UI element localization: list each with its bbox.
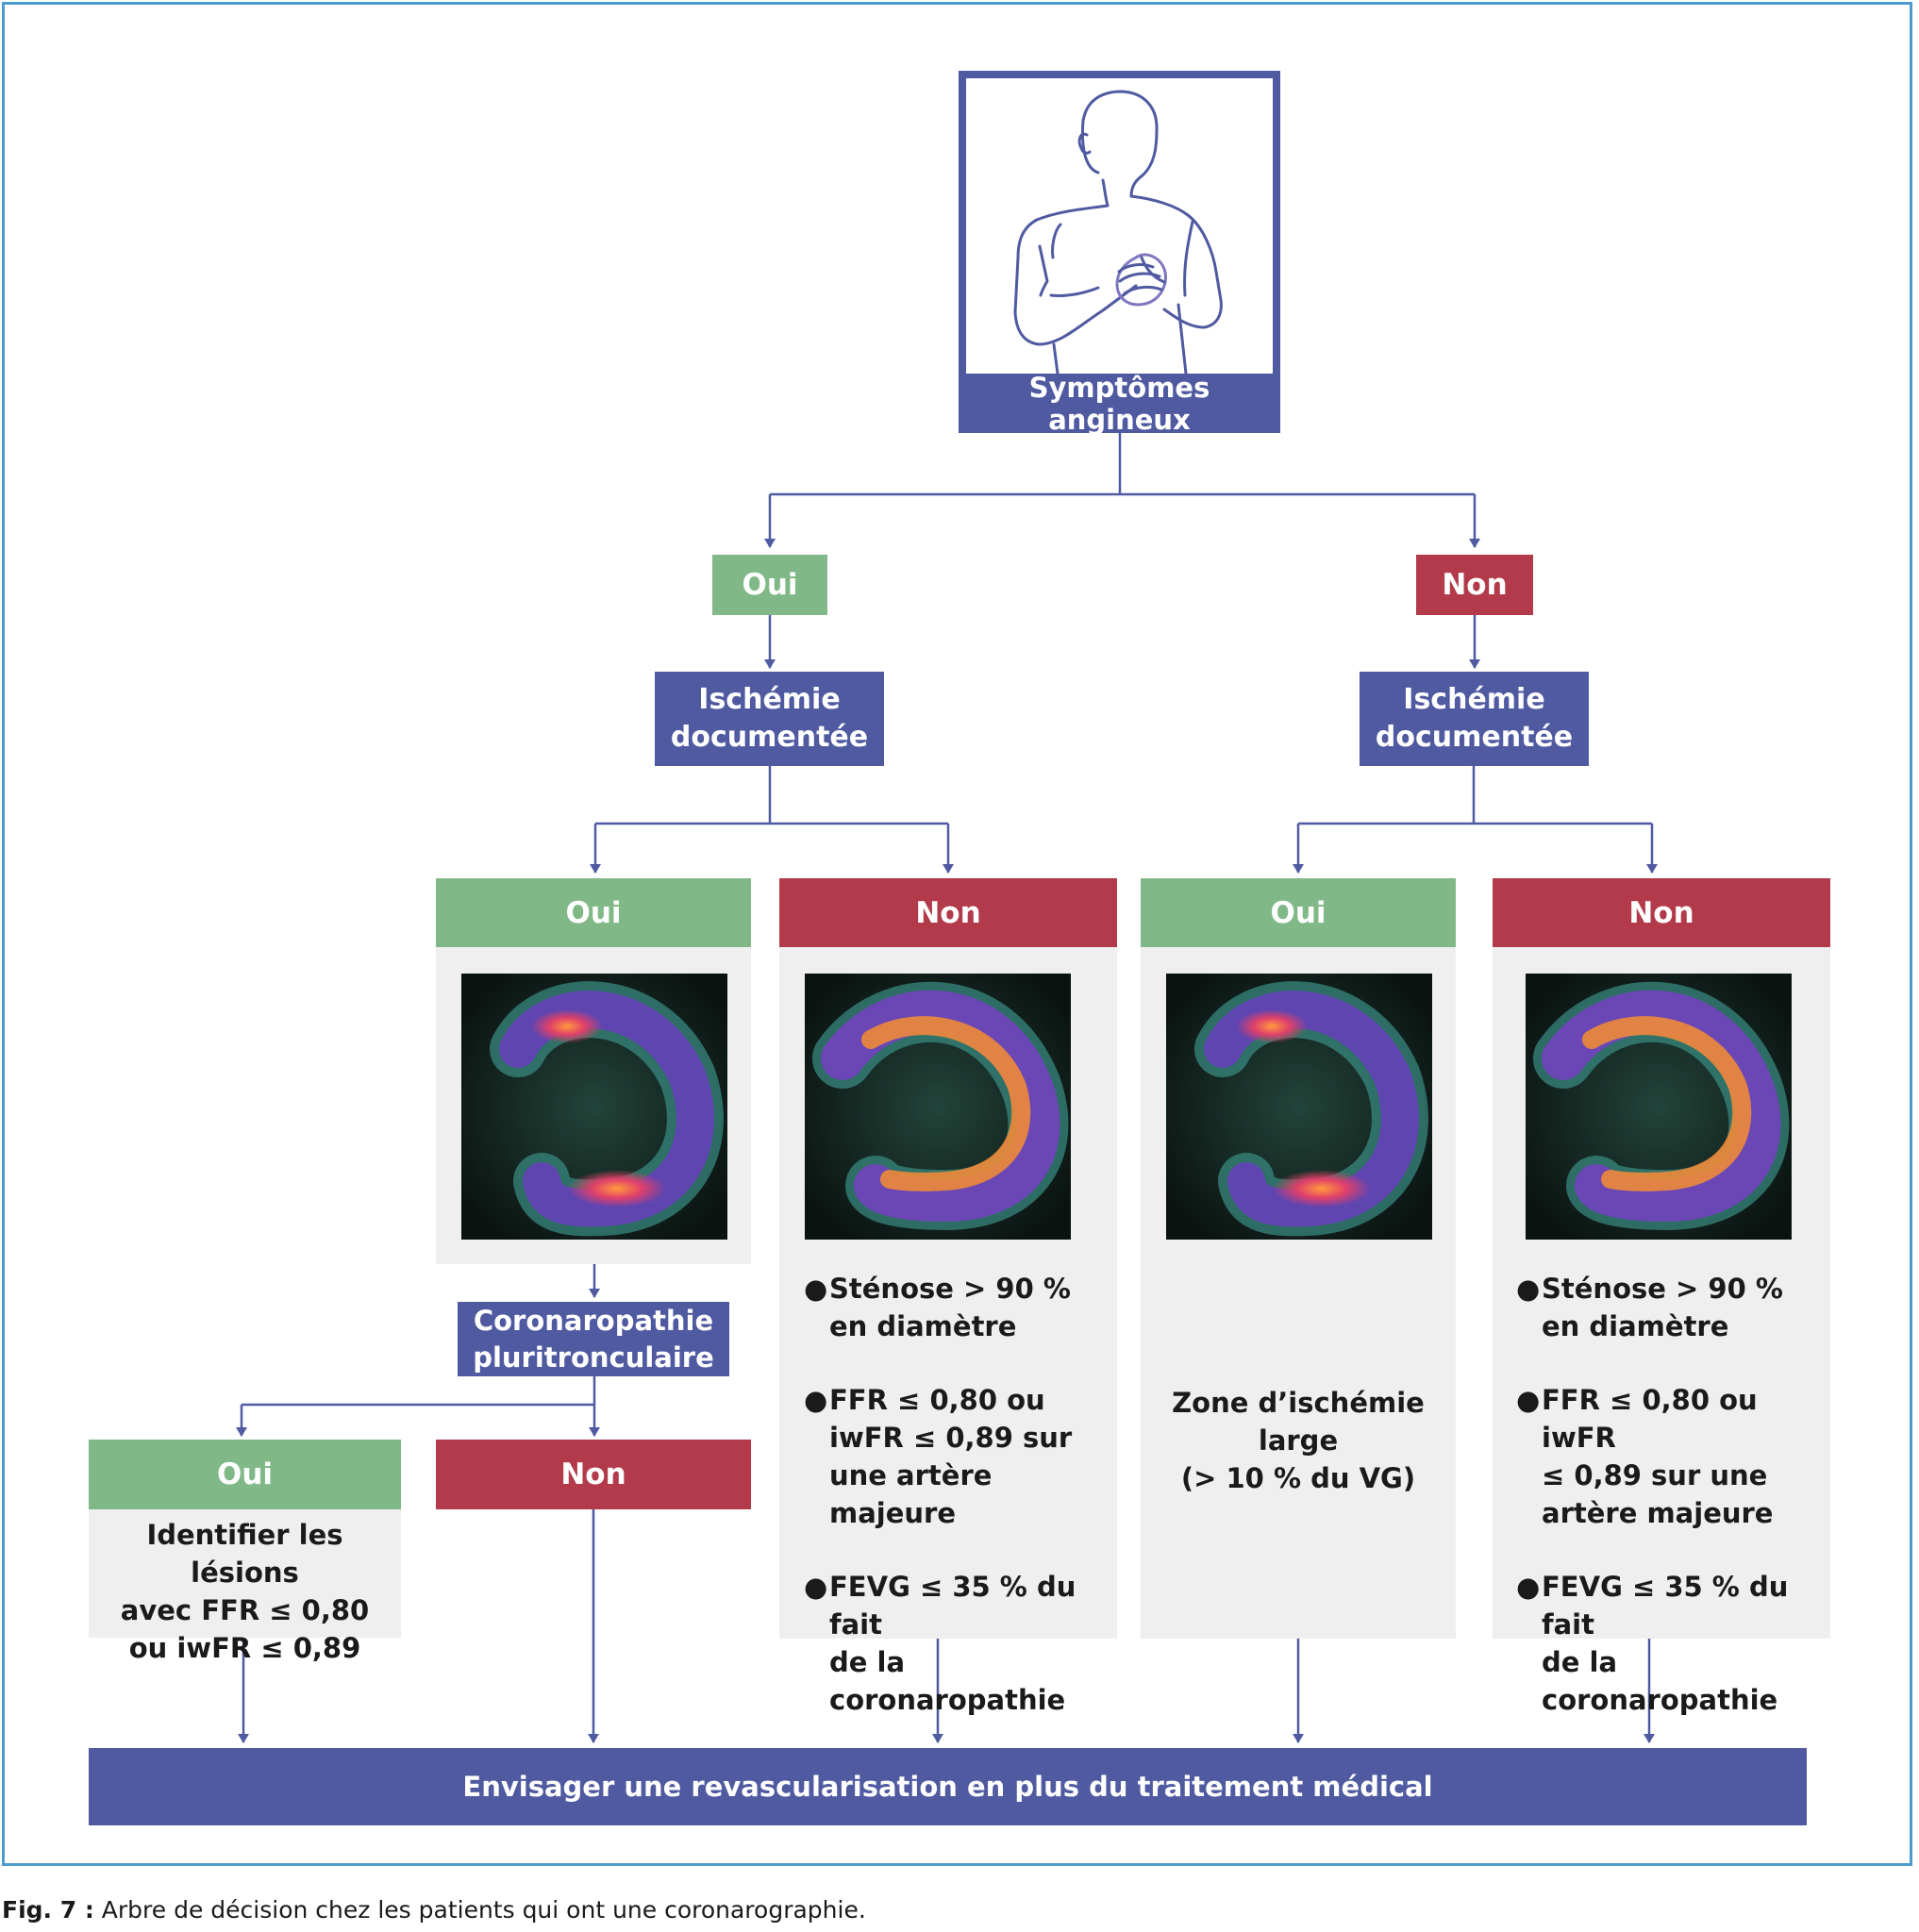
multivessel-box: Coronaropathie pluritronculaire [458,1302,729,1376]
col3-ischemia-text: Zone d’ischémie large (> 10 % du VG) [1172,1387,1425,1495]
myocardial-perfusion-scan [805,974,1071,1240]
multivessel-yes-panel [89,1509,401,1638]
caption-text: Arbre de décision chez les patients qui … [93,1896,866,1924]
col1-header: Oui [436,878,751,947]
criteria-item: ●FFR ≤ 0,80 ou iwFR ≤ 0,89 sur une artèr… [1516,1384,1774,1530]
symptoms-box: Symptômes angineux [959,71,1280,436]
perfusion-scan-col1 [461,974,727,1240]
criteria-item: ●FFR ≤ 0,80 ou iwFR ≤ 0,89 sur une artèr… [804,1384,1073,1530]
col4-header: Non [1493,878,1830,947]
symptoms-label: Symptômes angineux [1028,371,1210,436]
ischemia-box-right: Ischémie documentée [1360,672,1589,766]
figure-frame [2,2,1912,1866]
criteria-item: ●Sténose > 90 % en diamètre [804,1273,1071,1343]
figure-caption: Fig. 7 : Arbre de décision chez les pati… [2,1896,866,1924]
criteria-item: ●Sténose > 90 % en diamètre [1516,1273,1783,1343]
myocardial-perfusion-scan [1526,974,1792,1240]
col3-header: Oui [1141,878,1456,947]
perfusion-scan-col2 [805,974,1071,1240]
multivessel-yes-text: Identifier les lésions avec FFR ≤ 0,80 o… [120,1519,370,1665]
myocardial-perfusion-scan [1166,974,1432,1240]
criteria-item: ●FEVG ≤ 35 % du fait de la coronaropathi… [1516,1571,1789,1717]
ischemia-box-left: Ischémie documentée [655,672,884,766]
revascularisation-bar: Envisager une revascularisation en plus … [89,1748,1807,1825]
criteria-item: ●FEVG ≤ 35 % du fait de la coronaropathi… [804,1571,1076,1717]
level1-no: Non [1416,555,1533,615]
multivessel-yes: Oui [89,1440,401,1509]
perfusion-scan-col4 [1526,974,1792,1240]
col4-criteria: ●Sténose > 90 % en diamètre ●FFR ≤ 0,80 … [1516,1270,1829,1755]
chest-pain-person-icon [1013,90,1223,375]
caption-prefix: Fig. 7 : [2,1896,94,1924]
perfusion-scan-col3 [1166,974,1432,1240]
col2-header: Non [779,878,1117,947]
multivessel-no: Non [436,1440,751,1509]
patient-illustration [966,78,1273,375]
col2-criteria: ●Sténose > 90 % en diamètre ●FFR ≤ 0,80 … [804,1270,1115,1755]
myocardial-perfusion-scan [461,974,727,1240]
level1-yes: Oui [712,555,827,615]
